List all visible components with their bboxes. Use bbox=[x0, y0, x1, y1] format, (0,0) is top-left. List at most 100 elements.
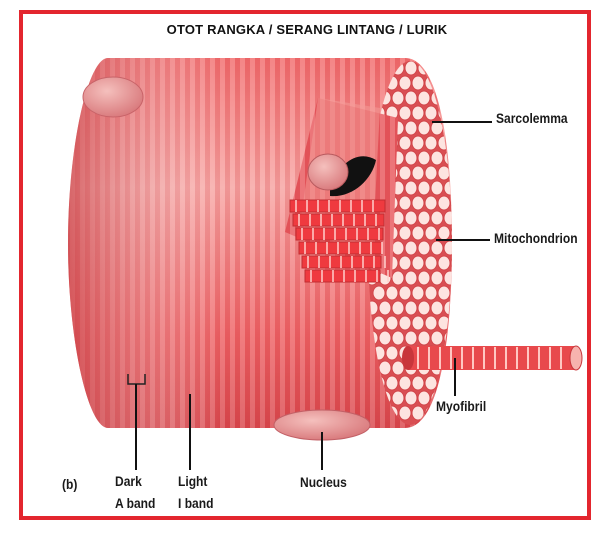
myofibril-cross-section bbox=[417, 240, 431, 256]
myofibril-cross-section bbox=[437, 135, 451, 151]
myofibril-cross-section bbox=[437, 225, 451, 241]
myofibril-cross-section bbox=[424, 135, 438, 151]
myofibril-cross-section bbox=[398, 255, 412, 271]
myofibril-cross-section bbox=[372, 285, 386, 301]
myofibril-cross-section bbox=[450, 195, 452, 211]
label-sarcolemma: Sarcolemma bbox=[496, 110, 568, 126]
myofibril-cross-section bbox=[378, 300, 392, 316]
myofibril-cross-section bbox=[417, 270, 431, 286]
label-mitochondrion: Mitochondrion bbox=[494, 230, 578, 246]
myofibril-cross-section bbox=[404, 180, 418, 196]
myofibril-cross-section bbox=[404, 61, 418, 76]
myofibril-cross-section bbox=[437, 75, 451, 91]
myofibril-cross-section bbox=[430, 330, 444, 346]
myofibril-cross-section bbox=[424, 195, 438, 211]
myofibril-cross-section bbox=[430, 180, 444, 196]
myofibril-cross-section bbox=[424, 285, 438, 301]
myofibril-cross-section bbox=[430, 120, 444, 136]
myofibril-cross-section bbox=[411, 135, 425, 151]
myofibril-cross-section bbox=[430, 300, 444, 316]
myofibril-cross-section bbox=[424, 105, 438, 121]
myofibril-cross-section bbox=[417, 61, 431, 76]
myofibril-cross-section bbox=[430, 240, 444, 256]
myofibril-cross-section bbox=[417, 390, 431, 406]
myofibril-cross-section bbox=[411, 375, 425, 391]
myofibril-cross-section bbox=[424, 255, 438, 271]
label-i-band: I band bbox=[178, 495, 214, 511]
myofibril-cross-section bbox=[417, 120, 431, 136]
myofibril-cross-section bbox=[450, 165, 452, 181]
myofibril-cross-section bbox=[398, 165, 412, 181]
myofibril-cross-section bbox=[443, 61, 452, 76]
myofibril-cross-section bbox=[450, 375, 452, 391]
myofibril-cross-section bbox=[391, 360, 405, 376]
myofibril-cross-section bbox=[398, 315, 412, 331]
myofibril-cross-section bbox=[450, 105, 452, 121]
label-myofibril: Myofibril bbox=[436, 398, 487, 414]
myofibril-cross-section bbox=[391, 390, 405, 406]
exposed-myofibril bbox=[289, 199, 386, 213]
myofibril-cross-section bbox=[450, 285, 452, 301]
myofibril-cross-section bbox=[378, 360, 392, 376]
myofibril-cross-section bbox=[404, 90, 418, 106]
myofibril-cross-section bbox=[391, 240, 405, 256]
myofibril-cross-section bbox=[417, 210, 431, 226]
myofibril-cross-section bbox=[450, 315, 452, 331]
exposed-myofibril bbox=[304, 269, 381, 283]
myofibril-cross-section bbox=[411, 105, 425, 121]
myofibril-cross-section bbox=[443, 90, 452, 106]
label-a-band: A band bbox=[115, 495, 156, 511]
myofibril-cross-section bbox=[417, 90, 431, 106]
myofibril-cross-section bbox=[450, 135, 452, 151]
myofibril-cross-section bbox=[443, 240, 452, 256]
sarcolemma-flap bbox=[285, 98, 398, 283]
myofibril-cross-section bbox=[424, 225, 438, 241]
myofibril-cross-section bbox=[411, 75, 425, 91]
myofibril-cross-section bbox=[450, 225, 452, 241]
myofibril-cross-section bbox=[391, 270, 405, 286]
myofibril-cross-section bbox=[404, 120, 418, 136]
myofibril-cross-section bbox=[398, 135, 412, 151]
myofibril-cross-section bbox=[437, 165, 451, 181]
red-frame bbox=[19, 10, 591, 520]
myofibril-cross-section bbox=[391, 300, 405, 316]
myofibril-cross-section bbox=[417, 180, 431, 196]
myofibril-cross-section bbox=[398, 285, 412, 301]
myofibril-cross-section bbox=[404, 210, 418, 226]
myofibril-cross-section bbox=[411, 405, 425, 421]
myofibril-cross-section bbox=[404, 390, 418, 406]
myofibril-cross-section bbox=[404, 330, 418, 346]
myofibril-cross-section bbox=[411, 285, 425, 301]
myofibril-cross-section bbox=[385, 285, 399, 301]
myofibril-cross-section bbox=[424, 375, 438, 391]
myofibril-cross-section bbox=[417, 300, 431, 316]
myofibril-cross-section bbox=[417, 150, 431, 166]
label-light: Light bbox=[178, 473, 208, 489]
myofibril-cross-section bbox=[411, 195, 425, 211]
myofibril-cross-section bbox=[398, 225, 412, 241]
myofibril-cross-section bbox=[385, 315, 399, 331]
myofibril-cross-section bbox=[443, 120, 452, 136]
myofibril-cross-section bbox=[424, 165, 438, 181]
myofibril-cross-section bbox=[398, 195, 412, 211]
panel-label: (b) bbox=[62, 476, 78, 492]
myofibril-cross-section bbox=[391, 330, 405, 346]
myofibril-cross-section bbox=[430, 61, 444, 76]
exposed-myofibril bbox=[298, 241, 383, 255]
myofibril-cross-section bbox=[430, 150, 444, 166]
diagram-title: OTOT RANGKA / SERANG LINTANG / LURIK bbox=[166, 22, 448, 37]
myofibril-cross-section bbox=[378, 330, 392, 346]
myofibril-cross-section bbox=[437, 285, 451, 301]
myofibril-cross-section bbox=[424, 315, 438, 331]
myofibril-cross-section bbox=[443, 210, 452, 226]
myofibril-cross-section bbox=[443, 150, 452, 166]
myofibril-cross-section bbox=[398, 405, 412, 421]
label-light-i-band: Light I band bbox=[178, 470, 213, 514]
leader-lines bbox=[135, 121, 492, 470]
myofibril-cross-section bbox=[391, 90, 405, 106]
myofibril-cross-section bbox=[404, 270, 418, 286]
myofibril-cross-section bbox=[411, 165, 425, 181]
myofibril-cross-section bbox=[411, 315, 425, 331]
myofibril-cross-section bbox=[404, 240, 418, 256]
